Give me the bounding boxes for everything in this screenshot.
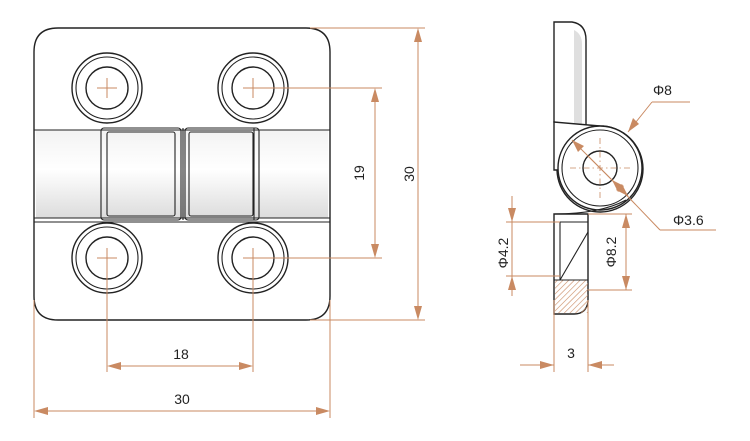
side-knuckle bbox=[553, 121, 644, 215]
knuckle-segment-4 bbox=[188, 131, 254, 217]
front-view: 30 19 18 30 bbox=[33, 27, 425, 418]
dimension-label-pin-outer: Φ8 bbox=[653, 82, 672, 98]
side-section-hatch bbox=[555, 280, 588, 313]
knuckle-band bbox=[36, 130, 328, 218]
knuckle-segment-1 bbox=[100, 127, 182, 221]
dimension-label-front-width: 30 bbox=[174, 391, 190, 407]
dimension-label-countersink-small: Φ4.2 bbox=[495, 237, 511, 268]
side-extension-lines bbox=[506, 213, 632, 372]
hole-center-marks bbox=[97, 78, 263, 268]
front-extension-lines bbox=[33, 27, 425, 418]
dimension-countersink-large: Φ8.2 bbox=[603, 214, 630, 290]
dimension-label-pin-inner: Φ3.6 bbox=[673, 212, 704, 228]
dimension-leaf-thickness: 3 bbox=[520, 345, 614, 369]
dimension-label-hole-spacing-horizontal: 18 bbox=[173, 346, 189, 362]
side-view: Φ8 Φ3.6 Φ4.2 bbox=[495, 21, 716, 372]
knuckle-segment-2 bbox=[106, 131, 176, 217]
dimension-label-hole-spacing-vertical: 19 bbox=[351, 165, 367, 181]
dimension-front-width: 30 bbox=[34, 391, 330, 415]
dimension-hole-spacing-vertical: 19 bbox=[351, 88, 379, 258]
dimension-hole-spacing-horizontal: 18 bbox=[107, 346, 253, 370]
dimension-pin-inner: Φ3.6 bbox=[587, 155, 716, 231]
dimension-label-leaf-thickness: 3 bbox=[567, 345, 575, 361]
dimension-countersink-small: Φ4.2 bbox=[495, 196, 516, 296]
dimension-label-front-height: 30 bbox=[401, 166, 417, 182]
dimension-label-countersink-large: Φ8.2 bbox=[603, 236, 619, 267]
knuckle-segment-3 bbox=[184, 127, 260, 221]
dimension-front-height: 30 bbox=[401, 28, 422, 320]
